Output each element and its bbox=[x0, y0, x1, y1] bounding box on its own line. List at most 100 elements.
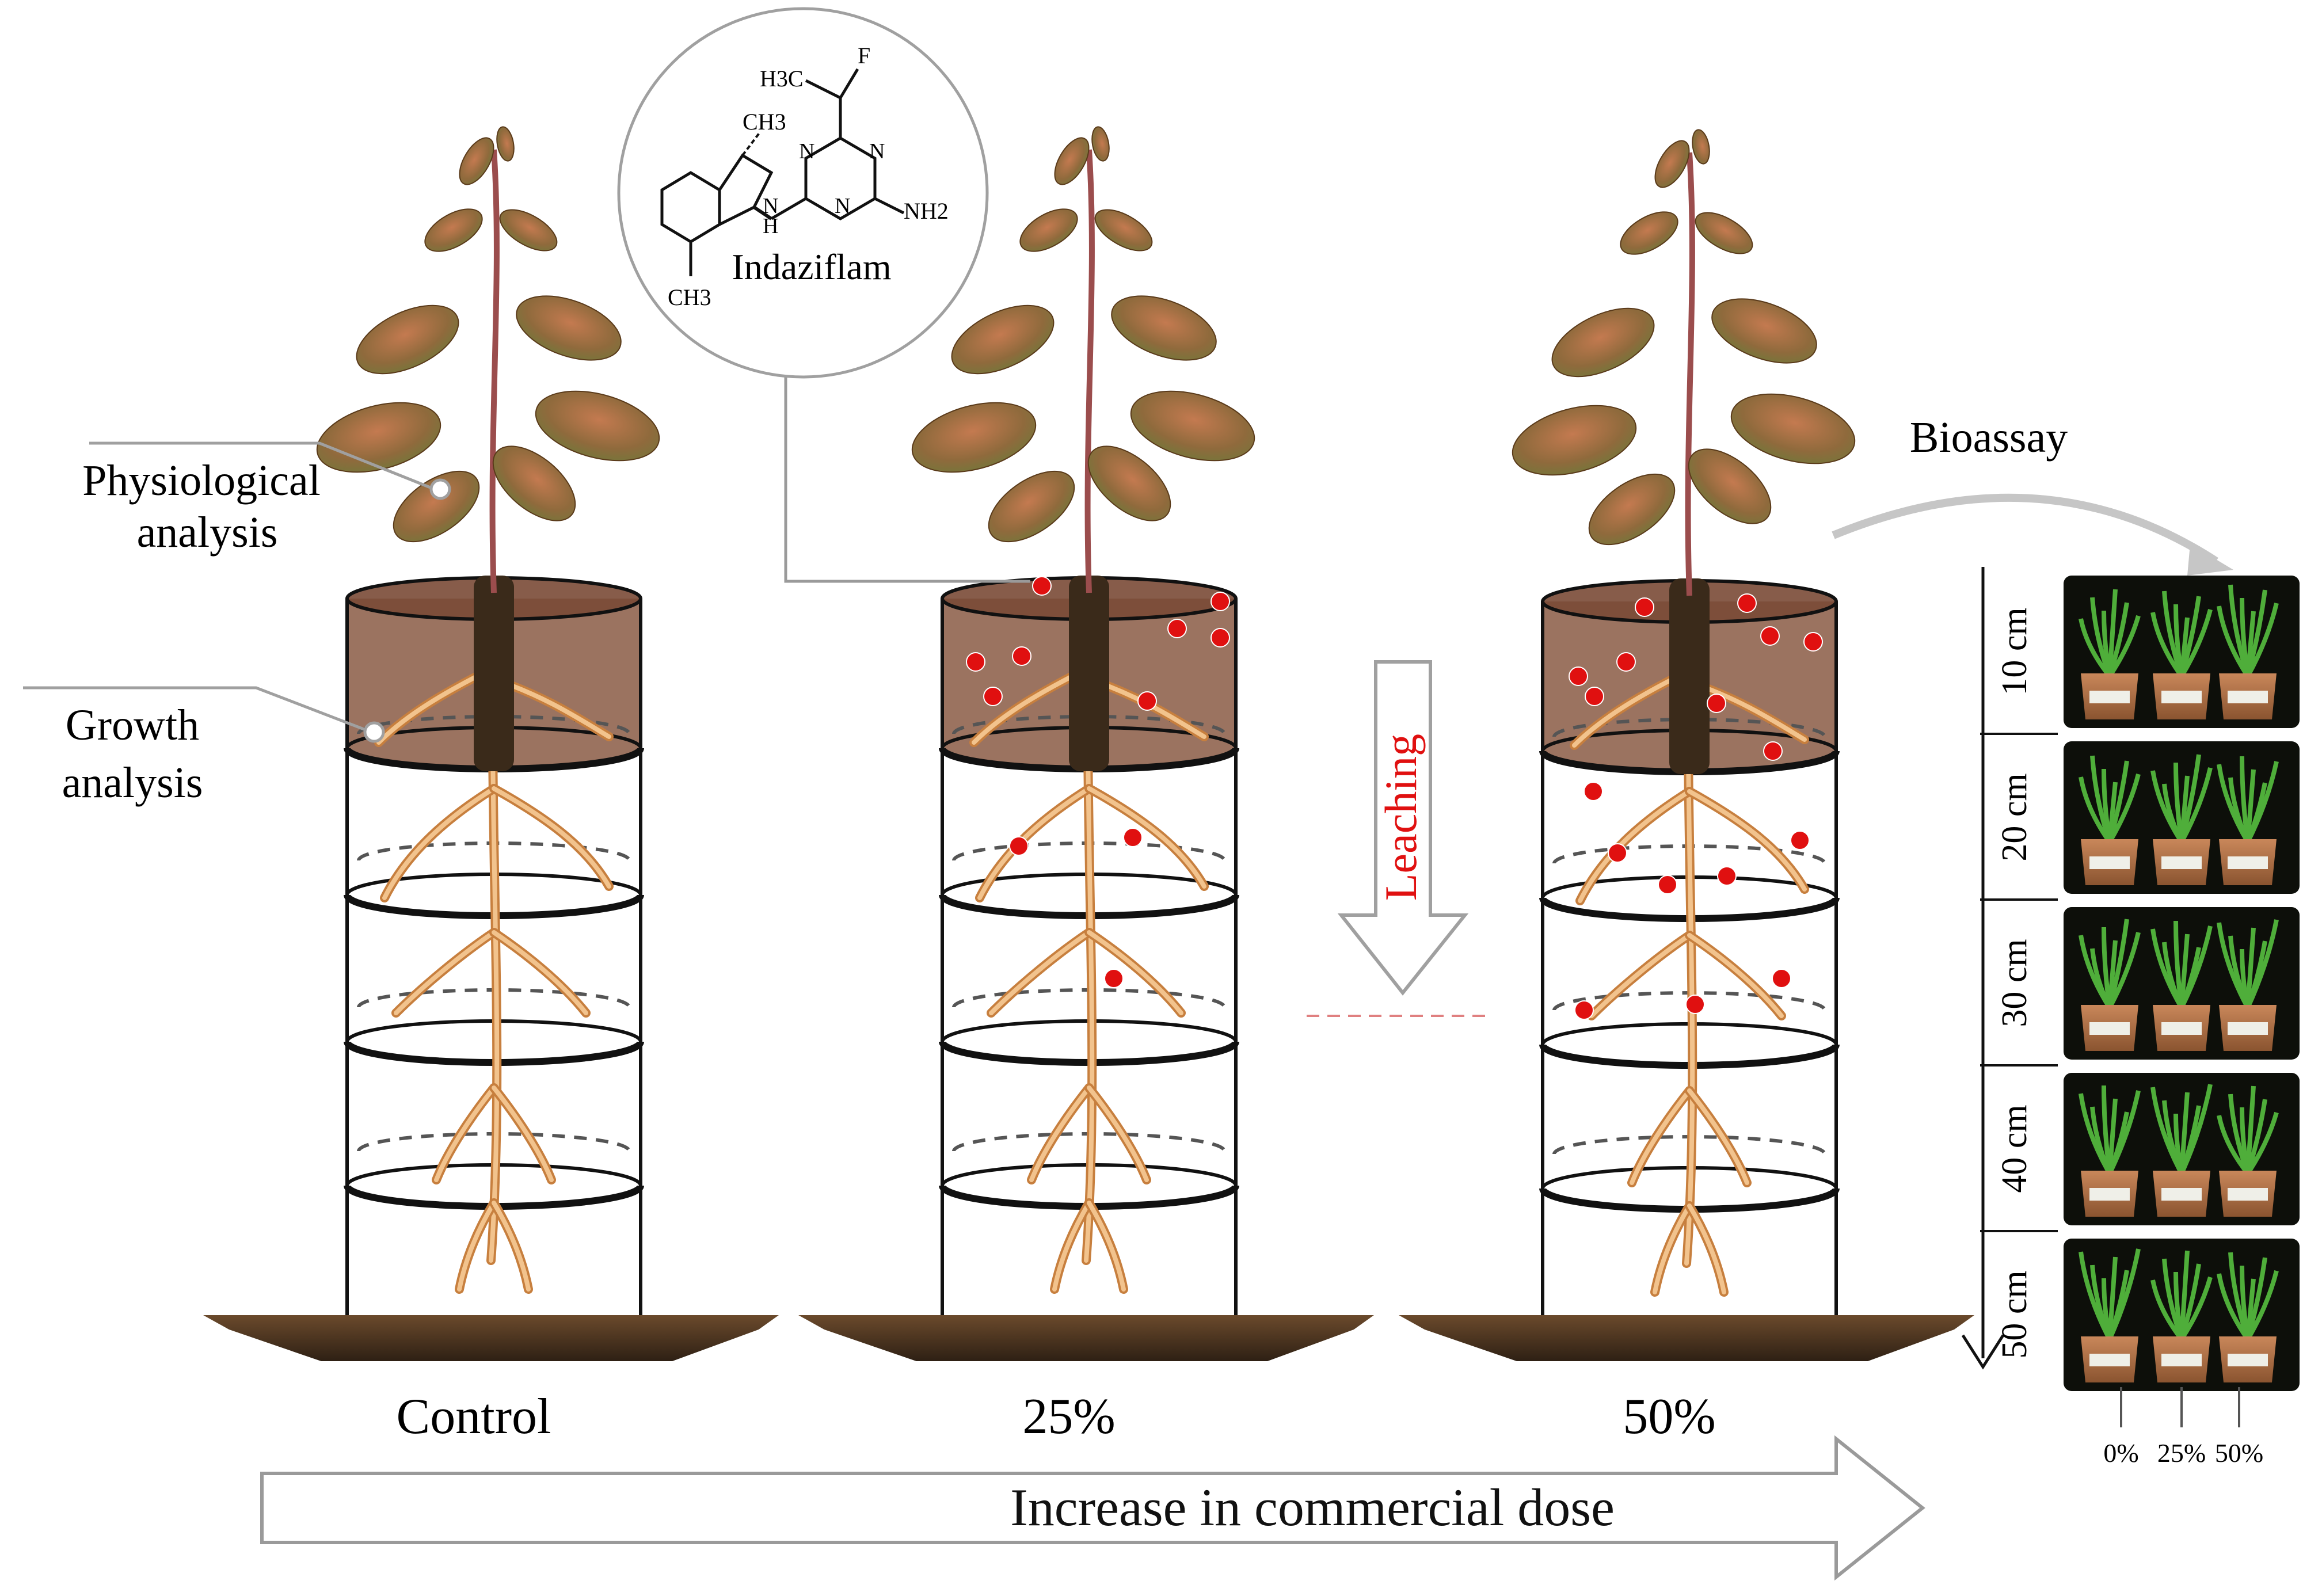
herbicide-particle bbox=[1737, 593, 1757, 613]
herbicide-particle bbox=[1167, 619, 1187, 638]
leaf bbox=[1711, 298, 1817, 364]
herbicide-particle bbox=[1635, 597, 1654, 617]
group-nh2: NH2 bbox=[904, 198, 949, 224]
herbicide-particle bbox=[983, 687, 1003, 706]
herbicide-particle bbox=[1772, 969, 1791, 988]
treatment-label: 50% bbox=[1623, 1389, 1715, 1445]
herbicide-particle bbox=[1137, 691, 1157, 711]
herbicide-particle bbox=[966, 652, 985, 672]
leaching-label: Leaching bbox=[1376, 734, 1426, 901]
leaf bbox=[1130, 390, 1255, 462]
leaf bbox=[535, 390, 660, 462]
depth-label: 40 cm bbox=[1995, 1104, 2034, 1193]
chemical-name: Indaziflam bbox=[732, 246, 891, 287]
bioassay-title: Bioassay bbox=[1910, 413, 2068, 462]
growth-annotation: Growth analysis bbox=[23, 686, 385, 807]
herbicide-particle bbox=[1685, 995, 1705, 1014]
root-ball bbox=[1669, 578, 1710, 774]
drainage-tray bbox=[203, 1315, 779, 1361]
leaf bbox=[1620, 211, 1678, 255]
root-ball bbox=[474, 576, 514, 771]
bioassay-panel-3: 30 cm bbox=[1980, 907, 2300, 1066]
eucalyptus-seedling bbox=[316, 126, 660, 593]
group-ch3-bottom: CH3 bbox=[668, 284, 711, 310]
leaf bbox=[424, 208, 483, 252]
dose-tick-label: 25% bbox=[2157, 1438, 2206, 1468]
leaching-arrow: Leaching bbox=[1307, 660, 1485, 1017]
herbicide-particle bbox=[1032, 576, 1052, 596]
leaf bbox=[988, 470, 1075, 543]
leaf bbox=[316, 402, 441, 473]
leaf bbox=[1111, 295, 1217, 361]
herbicide-particle bbox=[1608, 843, 1627, 863]
leaf bbox=[1692, 129, 1710, 165]
herbicide-particle bbox=[1616, 652, 1636, 672]
leaf bbox=[459, 137, 494, 185]
growth-label-1: Growth bbox=[66, 701, 199, 749]
physiological-label-1: Physiological bbox=[82, 456, 321, 505]
herbicide-particle bbox=[1717, 866, 1737, 886]
group-h3c: H3C bbox=[760, 66, 804, 92]
leaf bbox=[911, 402, 1037, 473]
leaf bbox=[951, 304, 1055, 375]
leaf bbox=[1091, 126, 1110, 162]
herbicide-particle bbox=[1763, 741, 1783, 761]
drainage-tray bbox=[798, 1315, 1374, 1361]
soil-column-3: 50% bbox=[1399, 129, 1974, 1445]
bioassay-panel-2: 20 cm bbox=[1980, 741, 2300, 901]
leaf bbox=[1512, 405, 1637, 476]
depth-label: 50 cm bbox=[1995, 1270, 2034, 1358]
herbicide-particle bbox=[1707, 694, 1726, 713]
leaf bbox=[356, 304, 459, 375]
herbicide-particle bbox=[1211, 592, 1230, 611]
bioassay-panel-5: 50 cm bbox=[1995, 1239, 2300, 1391]
group-n-amine: N bbox=[763, 194, 778, 218]
bioassay-panels: 10 cm 20 cm 30 cm 40 cm 50 cm bbox=[1980, 576, 2300, 1391]
group-ch3-top: CH3 bbox=[743, 109, 786, 135]
depth-label: 30 cm bbox=[1995, 939, 2034, 1027]
leaf bbox=[1654, 140, 1690, 188]
herbicide-particle bbox=[1012, 646, 1031, 666]
drainage-tray bbox=[1399, 1315, 1974, 1361]
dose-tick-label: 50% bbox=[2215, 1438, 2263, 1468]
group-n-bottom: N bbox=[835, 194, 850, 218]
eucalyptus-seedling bbox=[1512, 129, 1856, 596]
leaf bbox=[492, 445, 576, 521]
leaf bbox=[1551, 307, 1655, 378]
soil-column-1: Control bbox=[203, 126, 779, 1445]
bioassay-dose-ticks: 0%25%50% bbox=[2103, 1387, 2263, 1468]
physiological-annotation: Physiological analysis bbox=[82, 441, 451, 557]
indaziflam-structure: H3C F CH3 NH2 N N N N H CH3 Indaziflam bbox=[617, 7, 1030, 583]
herbicide-particle bbox=[1658, 875, 1677, 894]
growth-label-2: analysis bbox=[62, 759, 203, 807]
soil-columns: Control 25% 50% bbox=[203, 126, 1974, 1445]
herbicide-particle bbox=[1803, 632, 1823, 652]
herbicide-particle bbox=[1569, 666, 1588, 686]
soil-column-2: 25% bbox=[798, 126, 1374, 1445]
bioassay-panel-4: 40 cm bbox=[1980, 1073, 2300, 1232]
herbicide-particle bbox=[1211, 628, 1230, 647]
herbicide-particle bbox=[1760, 626, 1780, 646]
leaf bbox=[1094, 209, 1153, 252]
leaf bbox=[1087, 445, 1171, 521]
physiological-label-2: analysis bbox=[137, 508, 278, 557]
eucalyptus-seedling bbox=[911, 126, 1255, 593]
leaf bbox=[1019, 208, 1078, 252]
group-f: F bbox=[858, 43, 870, 68]
bioassay-panel-1: 10 cm bbox=[1980, 576, 2300, 735]
leaf bbox=[516, 295, 622, 361]
depth-label: 10 cm bbox=[1995, 607, 2034, 695]
herbicide-particle bbox=[1104, 969, 1124, 988]
leaf bbox=[496, 126, 515, 162]
root-system bbox=[1570, 608, 1809, 1297]
root-system bbox=[374, 605, 614, 1294]
group-h: H bbox=[763, 214, 778, 238]
leaf bbox=[393, 470, 480, 543]
leaf bbox=[1688, 448, 1772, 524]
treatment-label: Control bbox=[397, 1389, 551, 1445]
herbicide-particle bbox=[1009, 836, 1029, 856]
leaf bbox=[1730, 393, 1856, 464]
herbicide-particle bbox=[1790, 831, 1810, 850]
